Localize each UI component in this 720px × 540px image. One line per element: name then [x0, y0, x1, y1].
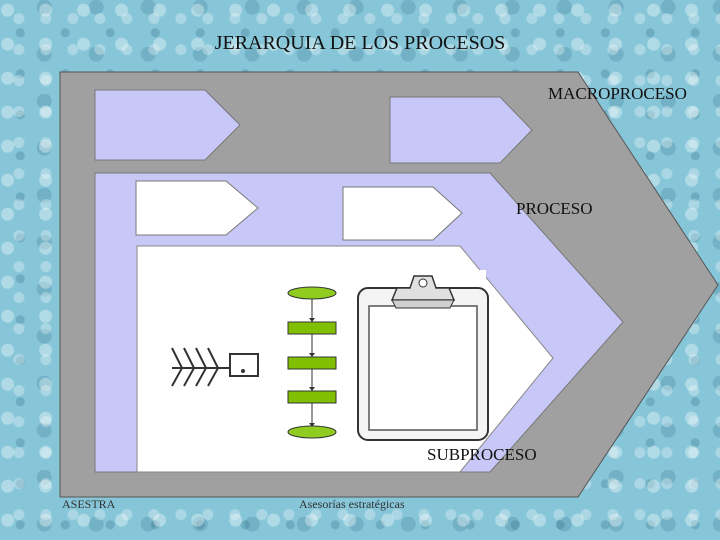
- flowchart: [287, 286, 337, 439]
- proceso-tag-1: [135, 180, 259, 236]
- macro-tag-2: [389, 96, 533, 164]
- footer-brand: ASESTRA: [62, 497, 116, 511]
- flow-step-3: [287, 390, 337, 404]
- footer-tagline: Asesorías estratégicas: [299, 497, 405, 511]
- flow-step-2: [287, 356, 337, 370]
- proceso-tag-2: [342, 186, 463, 241]
- page-title: JERARQUIA DE LOS PROCESOS: [214, 32, 506, 54]
- subproceso-label: SUBPROCESO: [427, 445, 537, 464]
- macro-tag-1: [94, 89, 241, 161]
- flow-step-1: [287, 321, 337, 335]
- flow-end: [287, 425, 337, 439]
- clipboard-icon: [357, 270, 489, 441]
- macroproceso-label: MACROPROCESO: [548, 84, 687, 103]
- flow-start: [287, 286, 337, 300]
- proceso-label: PROCESO: [516, 199, 593, 218]
- fishbone-icon: [171, 347, 259, 387]
